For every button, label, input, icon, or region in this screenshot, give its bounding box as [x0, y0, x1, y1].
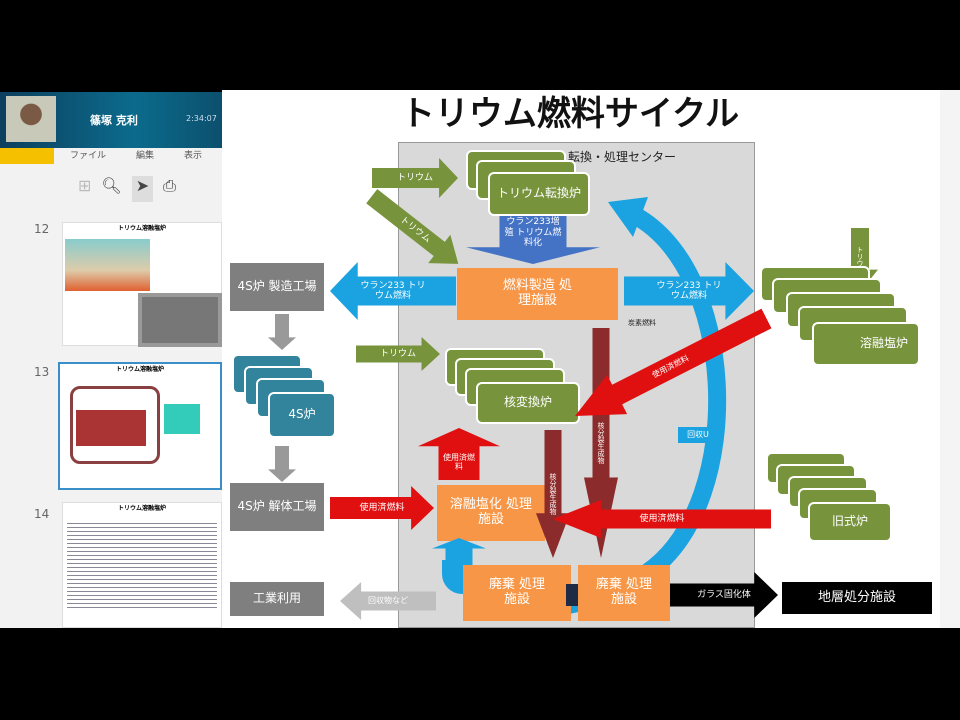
accent-bar: [0, 148, 54, 164]
zoom-icon[interactable]: 🔍︎: [101, 176, 122, 195]
reactor-4s: 4S炉: [268, 392, 336, 438]
thumb-title: トリウム溶融塩炉: [115, 366, 164, 373]
thumb-image: [138, 293, 222, 347]
transmutation-reactor: 核変換炉: [476, 382, 580, 424]
slide-title: トリウム燃料サイクル: [400, 94, 740, 134]
old-reactor: 旧式炉: [808, 502, 892, 542]
thumb-text: [67, 520, 217, 610]
thumb-image: [164, 404, 200, 434]
grid-icon[interactable]: ⊞: [78, 176, 92, 195]
menu-file[interactable]: ファイル: [70, 151, 107, 161]
industrial-use: 工業利用: [230, 582, 324, 616]
presenter-video: [6, 96, 56, 142]
thumbnail-14[interactable]: トリウム溶融塩炉: [62, 502, 222, 628]
thumb-number: 13: [34, 365, 50, 379]
thumb-title: トリウム溶融塩炉: [117, 225, 166, 232]
connector: [566, 584, 580, 606]
arrow-label: ウラン233 トリウム燃料: [656, 280, 722, 301]
scrollbar[interactable]: [940, 90, 960, 628]
thumb-title: トリウム溶融塩炉: [117, 505, 166, 512]
arrow-label: ウラン233増殖 トリウム燃料化: [504, 217, 562, 249]
molten-salt-facility: 溶融塩化 処理施設: [437, 485, 545, 541]
thumb-image: [65, 239, 150, 291]
arrow-label: ガラス固化体: [697, 589, 751, 600]
thumb-number: 12: [34, 222, 50, 236]
thumb-number: 14: [34, 507, 50, 521]
thumb-image: [76, 410, 146, 446]
thumbnail-13[interactable]: トリウム溶融塩炉: [58, 362, 222, 490]
arrow-label: ウラン233 トリウム燃料: [360, 280, 426, 301]
arrow-label: 核分裂生成物: [549, 473, 558, 515]
arrow-label: 使用済燃料: [639, 513, 685, 524]
molten-salt-reactor: 溶融塩炉: [812, 322, 920, 366]
menu-view[interactable]: 表示: [184, 151, 203, 161]
thorium-converter: トリウム転換炉: [488, 172, 590, 216]
cursor-icon[interactable]: ➤: [131, 176, 154, 202]
waste-facility-1: 廃棄 処理施設: [463, 565, 571, 621]
waste-facility-2: 廃棄 処理施設: [578, 565, 670, 621]
disposal-facility: 地層処分施設: [782, 582, 932, 614]
presenter-name: 篠塚 克利: [90, 114, 138, 127]
arrow-label: 核分裂生成物: [597, 422, 606, 464]
small-note: 炭素燃料: [628, 319, 656, 327]
fuel-facility: 燃料製造 処理施設: [457, 268, 618, 320]
dismantle-4s: 4S炉 解体工場: [230, 483, 324, 531]
thumbnail-12[interactable]: トリウム溶融塩炉: [62, 222, 222, 347]
menu-edit[interactable]: 編集: [136, 151, 155, 161]
video-time: 2:34:07: [186, 114, 217, 123]
arrow-label: 使用済燃料: [359, 502, 405, 513]
center-label: 転換・処理センター: [568, 150, 677, 164]
recovered-u-label: 回収U: [678, 427, 718, 443]
arrow-label: トリウム: [856, 246, 865, 274]
factory-4s: 4S炉 製造工場: [230, 263, 324, 311]
arrow-label: トリウム: [379, 348, 416, 359]
arrow-label: 回収物など: [368, 596, 408, 606]
menu-bar: ファイル 編集 表示: [70, 148, 222, 162]
thumb-image: [70, 386, 160, 464]
arrow-label: 使用済燃料: [443, 452, 475, 471]
print-icon[interactable]: ⎙: [163, 176, 176, 195]
arrow-label: トリウム: [396, 172, 433, 183]
